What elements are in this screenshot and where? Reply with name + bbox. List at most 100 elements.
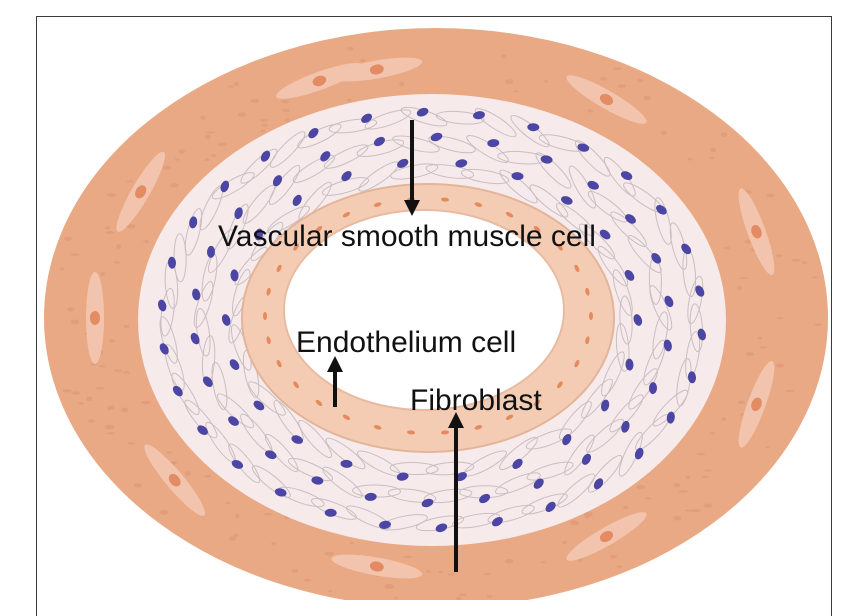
adventitia-speckle [587,109,593,112]
adventitia-speckle [637,79,643,83]
adventitia-speckle [696,453,705,455]
adventitia-speckle [127,442,135,445]
adventitia-speckle [426,570,431,573]
adventitia-speckle [483,573,491,575]
adventitia-speckle [88,419,95,422]
adventitia-speckle [600,77,607,81]
adventitia-speckle [505,559,513,563]
adventitia-speckle [399,82,404,86]
adventitia-speckle [812,276,818,278]
adventitia-speckle [201,116,206,120]
adventitia-speckle [328,590,332,592]
adventitia-speckle [126,180,133,182]
adventitia-speckle [124,325,130,328]
adventitia-speckle [123,371,130,374]
adventitia-speckle [737,286,742,290]
adventitia-speckle [107,406,111,410]
adventitia-speckle [674,516,682,521]
adventitia-speckle [487,595,493,598]
adventitia-speckle [815,323,823,326]
adventitia-speckle [704,504,713,508]
adventitia-speckle [207,131,216,133]
adventitia-speckle [746,352,754,356]
adventitia-speckle [143,240,149,243]
adventitia-speckle [613,67,622,70]
adventitia-speckle [623,506,629,509]
adventitia-speckle [777,317,784,319]
adventitia-speckle [347,47,353,51]
adventitia-speckle [210,154,216,156]
adventitia-speckle [86,397,92,402]
adventitia-speckle [802,261,807,264]
adventitia-speckle [114,261,120,264]
adventitia-speckle [291,569,298,573]
adventitia-speckle [166,452,172,454]
adventitia-speckle [141,401,151,405]
adventitia-speckle [505,79,513,84]
adventitia-speckle [637,485,645,490]
adventitia-speckle [766,194,774,198]
adventitia-speckle [360,59,366,62]
adventitia-speckle [394,597,398,600]
adventitia-speckle [674,483,681,488]
adventitia-speckle [616,565,623,568]
adventitia-speckle [225,502,230,504]
adventitia-speckle [95,387,104,389]
blood-vessel-diagram: Vascular smooth muscle cell Endothelium … [0,0,848,600]
adventitia-speckle [385,584,394,589]
adventitia-speckle [660,131,666,135]
adventitia-speckle [238,112,247,116]
adventitia-speckle [776,364,784,368]
adventitia-speckle [121,408,128,413]
adventitia-speckle [264,513,272,516]
adventitia-speckle [702,476,709,479]
adventitia-speckle [765,446,769,448]
adventitia-speckle [610,555,617,559]
adventitia-speckle [271,542,275,546]
adventitia-speckle [107,432,116,434]
adventitia-speckle [218,143,227,147]
adventitia-speckle [99,365,105,367]
label-endothelium-cell: Endothelium cell [296,326,516,359]
adventitia-speckle [260,119,268,122]
adventitia-speckle [64,237,72,241]
adventitia-speckle [285,118,290,122]
adventitia-speckle [350,542,355,545]
adventitia-speckle [710,432,715,435]
adventitia-speckle [71,320,80,325]
adventitia-speckle [739,277,748,279]
adventitia-speckle [171,183,179,187]
adventitia-speckle [686,476,691,479]
endothelium-nucleus [263,312,267,320]
adventitia-speckle [228,85,233,87]
adventitia-speckle [710,148,716,152]
adventitia-speckle [570,520,580,525]
adventitia-speckle [791,259,801,262]
adventitia-speckle [234,82,239,86]
adventitia-speckle [757,337,762,340]
endothelium-nucleus [589,312,593,320]
adventitia-speckle [687,158,692,161]
adventitia-speckle [60,267,65,270]
adventitia-speckle [544,80,549,83]
adventitia-speckle [78,402,85,404]
adventitia-speckle [261,130,265,133]
adventitia-speckle [540,561,546,563]
adventitia-speckle [234,534,239,537]
adventitia-speckle [205,135,211,140]
adventitia-speckle [178,149,185,154]
adventitia-speckle [107,193,116,197]
adventitia-speckle [114,369,123,372]
adventitia-speckle [71,253,80,255]
adventitia-speckle [562,541,566,545]
adventitia-speckle [160,510,169,515]
adventitia-speckle [175,158,180,160]
adventitia-speckle [261,124,268,127]
adventitia-speckle [116,244,121,248]
adventitia-speckle [105,425,115,430]
adventitia-speckle [304,579,312,582]
adventitia-speckle [229,536,236,540]
adventitia-speckle [776,254,782,257]
adventitia-speckle [618,84,626,88]
adventitia-speckle [347,99,352,102]
